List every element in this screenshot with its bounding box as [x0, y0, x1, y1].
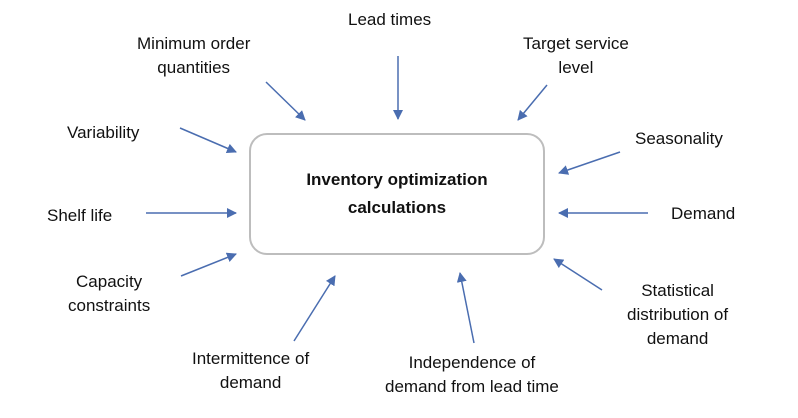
factor-demand-label: Demand: [671, 204, 736, 223]
factor-seasonality: Seasonality: [635, 127, 723, 151]
factor-independence: Independence of demand from lead time: [385, 351, 559, 399]
factor-lead-times-label: Lead times: [348, 10, 432, 29]
factor-target-service-label-2: level: [558, 58, 594, 77]
central-topic-line-2: calculations: [347, 198, 447, 217]
factor-capacity-label-2: constraints: [68, 296, 151, 315]
arrow-capacity: [180, 252, 237, 277]
factor-min-order: Minimum order quantities: [137, 32, 250, 80]
arrow-intermittence: [293, 275, 336, 342]
factor-intermittence-label-1: Intermittence of: [192, 349, 310, 368]
factor-lead-times: Lead times: [348, 8, 431, 32]
factor-min-order-label-1: Minimum order: [137, 34, 251, 53]
factor-intermittence: Intermittence of demand: [192, 347, 309, 395]
arrow-independence: [456, 272, 475, 344]
factor-statistical-label-3: demand: [646, 329, 709, 348]
arrow-seasonality: [558, 151, 621, 175]
factor-target-service-label-1: Target service: [523, 34, 629, 53]
factor-min-order-label-2: quantities: [157, 58, 231, 77]
factor-demand: Demand: [671, 202, 735, 226]
factor-target-service: Target service level: [523, 32, 629, 80]
central-topic-line-1: Inventory optimization: [306, 170, 488, 189]
factor-seasonality-label: Seasonality: [635, 129, 723, 148]
factor-capacity: Capacity constraints: [68, 270, 150, 318]
factor-shelf-life: Shelf life: [47, 204, 112, 228]
factor-statistical-label-1: Statistical: [641, 281, 714, 300]
factor-statistical-label-2: distribution of: [627, 305, 729, 324]
central-topic-box: Inventory optimization calculations: [249, 133, 545, 255]
factor-intermittence-label-2: demand: [219, 373, 282, 392]
factor-statistical: Statistical distribution of demand: [627, 279, 728, 351]
arrow-target-service: [517, 84, 548, 121]
factor-variability-label: Variability: [67, 123, 140, 142]
arrow-min-order: [265, 81, 306, 121]
arrow-statistical: [553, 258, 603, 291]
factor-shelf-life-label: Shelf life: [47, 206, 113, 225]
factor-variability: Variability: [67, 121, 139, 145]
factor-independence-label-1: Independence of: [408, 353, 536, 372]
arrow-variability: [179, 127, 237, 154]
factor-capacity-label-1: Capacity: [76, 272, 143, 291]
factor-independence-label-2: demand from lead time: [385, 377, 559, 396]
